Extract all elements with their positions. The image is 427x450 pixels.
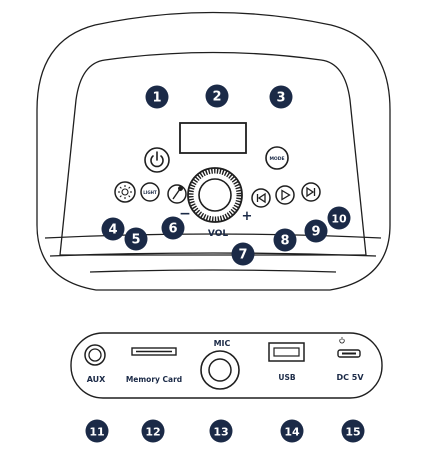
mic-icon <box>172 185 183 200</box>
callout-number: 4 <box>108 223 117 238</box>
mode-button-label: MODE <box>269 156 284 162</box>
callout-12: 12 <box>141 419 165 443</box>
callout-number: 11 <box>89 426 104 439</box>
callout-number: 10 <box>331 213 347 226</box>
callout-9: 9 <box>304 219 328 243</box>
previous-button[interactable] <box>251 188 271 208</box>
play-icon <box>281 189 291 201</box>
next-icon <box>306 186 316 198</box>
mic-port-label: MIC <box>214 339 231 348</box>
volume-label: VOL <box>208 229 228 239</box>
power-symbol-icon <box>339 337 345 344</box>
light-button[interactable] <box>114 181 136 203</box>
speaker-body <box>36 11 391 291</box>
callout-number: 6 <box>168 222 177 237</box>
volume-minus-label: − <box>179 206 191 222</box>
play-pause-button[interactable] <box>275 185 295 205</box>
usb-port[interactable] <box>268 342 305 362</box>
mic-button[interactable] <box>167 184 187 204</box>
callout-4: 4 <box>101 217 125 241</box>
mic-port[interactable] <box>200 350 240 390</box>
previous-icon <box>256 192 266 204</box>
dc-port[interactable] <box>337 349 361 358</box>
callout-number: 13 <box>213 426 228 439</box>
dc-label: DC 5V <box>336 373 364 382</box>
memory-card-label: Memory Card <box>126 375 182 384</box>
callout-number: 12 <box>145 426 160 439</box>
callout-14: 14 <box>280 419 304 443</box>
callout-number: 14 <box>284 426 300 439</box>
sun-icon <box>118 185 132 199</box>
power-button[interactable] <box>144 147 170 173</box>
callout-3: 3 <box>269 85 293 109</box>
callout-1: 1 <box>145 85 169 109</box>
mode-button[interactable]: MODE <box>265 146 289 170</box>
callout-7: 7 <box>231 242 255 266</box>
callout-2: 2 <box>205 84 229 108</box>
memory-card-slot[interactable] <box>131 347 177 356</box>
callout-11: 11 <box>85 419 109 443</box>
callout-number: 1 <box>152 91 161 106</box>
callout-10: 10 <box>327 206 351 230</box>
next-button[interactable] <box>301 182 321 202</box>
callout-number: 15 <box>345 426 360 439</box>
volume-plus-label: + <box>242 209 253 224</box>
callout-8: 8 <box>273 228 297 252</box>
callout-number: 2 <box>212 90 221 105</box>
aux-label: AUX <box>87 375 106 384</box>
callout-number: 7 <box>238 248 247 263</box>
callout-number: 9 <box>311 225 320 240</box>
callout-number: 5 <box>131 233 140 248</box>
callout-13: 13 <box>209 419 233 443</box>
callout-6: 6 <box>161 216 185 240</box>
aux-port[interactable] <box>84 344 106 366</box>
led-mode-button-label: LIGHT <box>143 190 157 195</box>
display-screen <box>179 122 247 154</box>
led-mode-button[interactable]: LIGHT <box>140 182 160 202</box>
power-icon <box>150 151 164 168</box>
callout-number: 3 <box>276 91 285 106</box>
volume-knob[interactable] <box>187 167 243 223</box>
callout-15: 15 <box>341 419 365 443</box>
callout-5: 5 <box>124 227 148 251</box>
usb-label: USB <box>278 373 295 382</box>
callout-number: 8 <box>280 234 289 249</box>
